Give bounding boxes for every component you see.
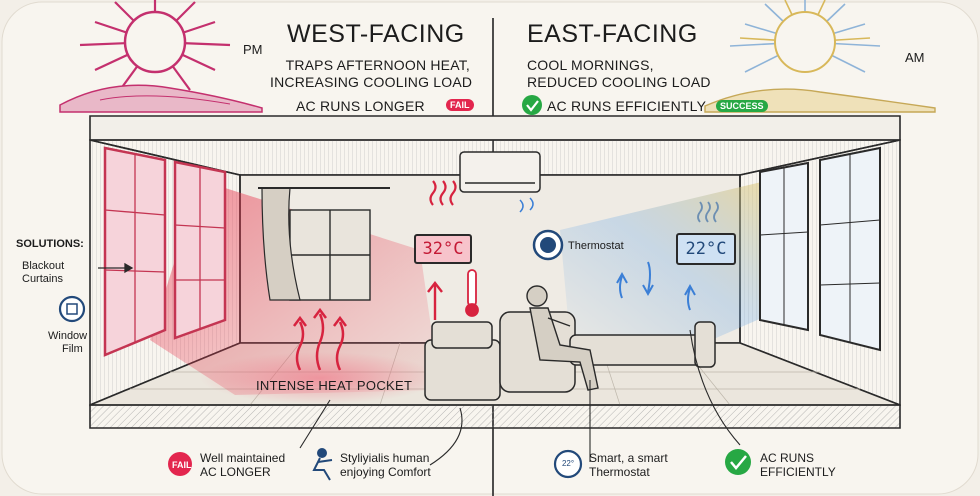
success-badge: SUCCESS [716,100,768,112]
west-title: WEST-FACING [287,20,465,48]
smart-thermostat-value: 22° [561,459,575,468]
west-temp-display: 32°C [414,234,472,264]
heat-pocket-label: INTENSE HEAT POCKET [256,378,413,393]
thermometer-icon [465,269,479,317]
west-window [103,146,227,357]
airflow-arrows [616,261,696,311]
callout-lines [299,329,741,466]
west-note1-line2: AC LONGER [200,465,271,479]
west-note2-line2: enjoying Comfort [340,465,431,479]
cool-air-icon [519,197,534,213]
west-line1: TRAPS AFTERNOON HEAT, [285,57,470,73]
solution-blackout-line2: Curtains [22,273,63,285]
heat-up-arrow [427,281,443,320]
ac-unit [459,151,541,193]
west-note2-line1: Styliyialis human [340,451,430,465]
curtain [258,187,390,301]
thermostat-label: Thermostat [568,240,624,252]
rising-heat-arrows [293,307,347,371]
east-line2: REDUCED COOLING LOAD [527,74,711,90]
solution-blackout-line1: Blackout [22,260,65,272]
fail-badge: FAIL [446,99,474,111]
east-line1: COOL MORNINGS, [527,57,654,73]
east-note1-line2: Thermostat [589,465,650,479]
east-title: EAST-FACING [527,20,698,48]
west-time-label: PM [243,42,263,57]
east-status: AC RUNS EFFICIENTLY [547,98,707,114]
east-note2-line1: AC RUNS [760,451,815,465]
status-check-icon [522,95,542,115]
east-note1-line1: Smart, a smart [589,451,668,465]
heat-pocket-glow [200,352,440,404]
cool-beam [560,180,780,345]
person-figure [526,285,599,391]
person-comfort-icon [312,448,333,481]
west-status: AC RUNS LONGER [296,98,425,114]
cool-wave-icon [697,201,719,223]
heat-wave-icon [429,180,457,206]
solution-film-line2: Film [62,343,83,355]
east-note2-line2: EFFICIENTLY [760,465,836,479]
window-film-icon [58,295,86,323]
west-sun-icon [59,0,263,113]
back-window-west [289,209,371,301]
east-time-label: AM [905,50,925,65]
solutions-heading: SOLUTIONS: [16,238,84,250]
solution-arrow [98,262,134,274]
fail-icon [168,452,192,476]
solution-film-line1: Window [48,330,88,342]
west-line2: INCREASING COOLING LOAD [270,74,473,90]
success-check-icon [725,449,751,475]
west-sofa [424,321,501,401]
west-note1-line1: Well maintained [200,451,286,465]
east-sofa [499,311,716,393]
east-temp-display: 22°C [676,233,736,265]
thermostat-icon [532,229,564,261]
bottom-fail-badge: FAIL [172,460,192,470]
east-window [759,146,881,352]
smart-thermostat-icon [553,449,583,479]
